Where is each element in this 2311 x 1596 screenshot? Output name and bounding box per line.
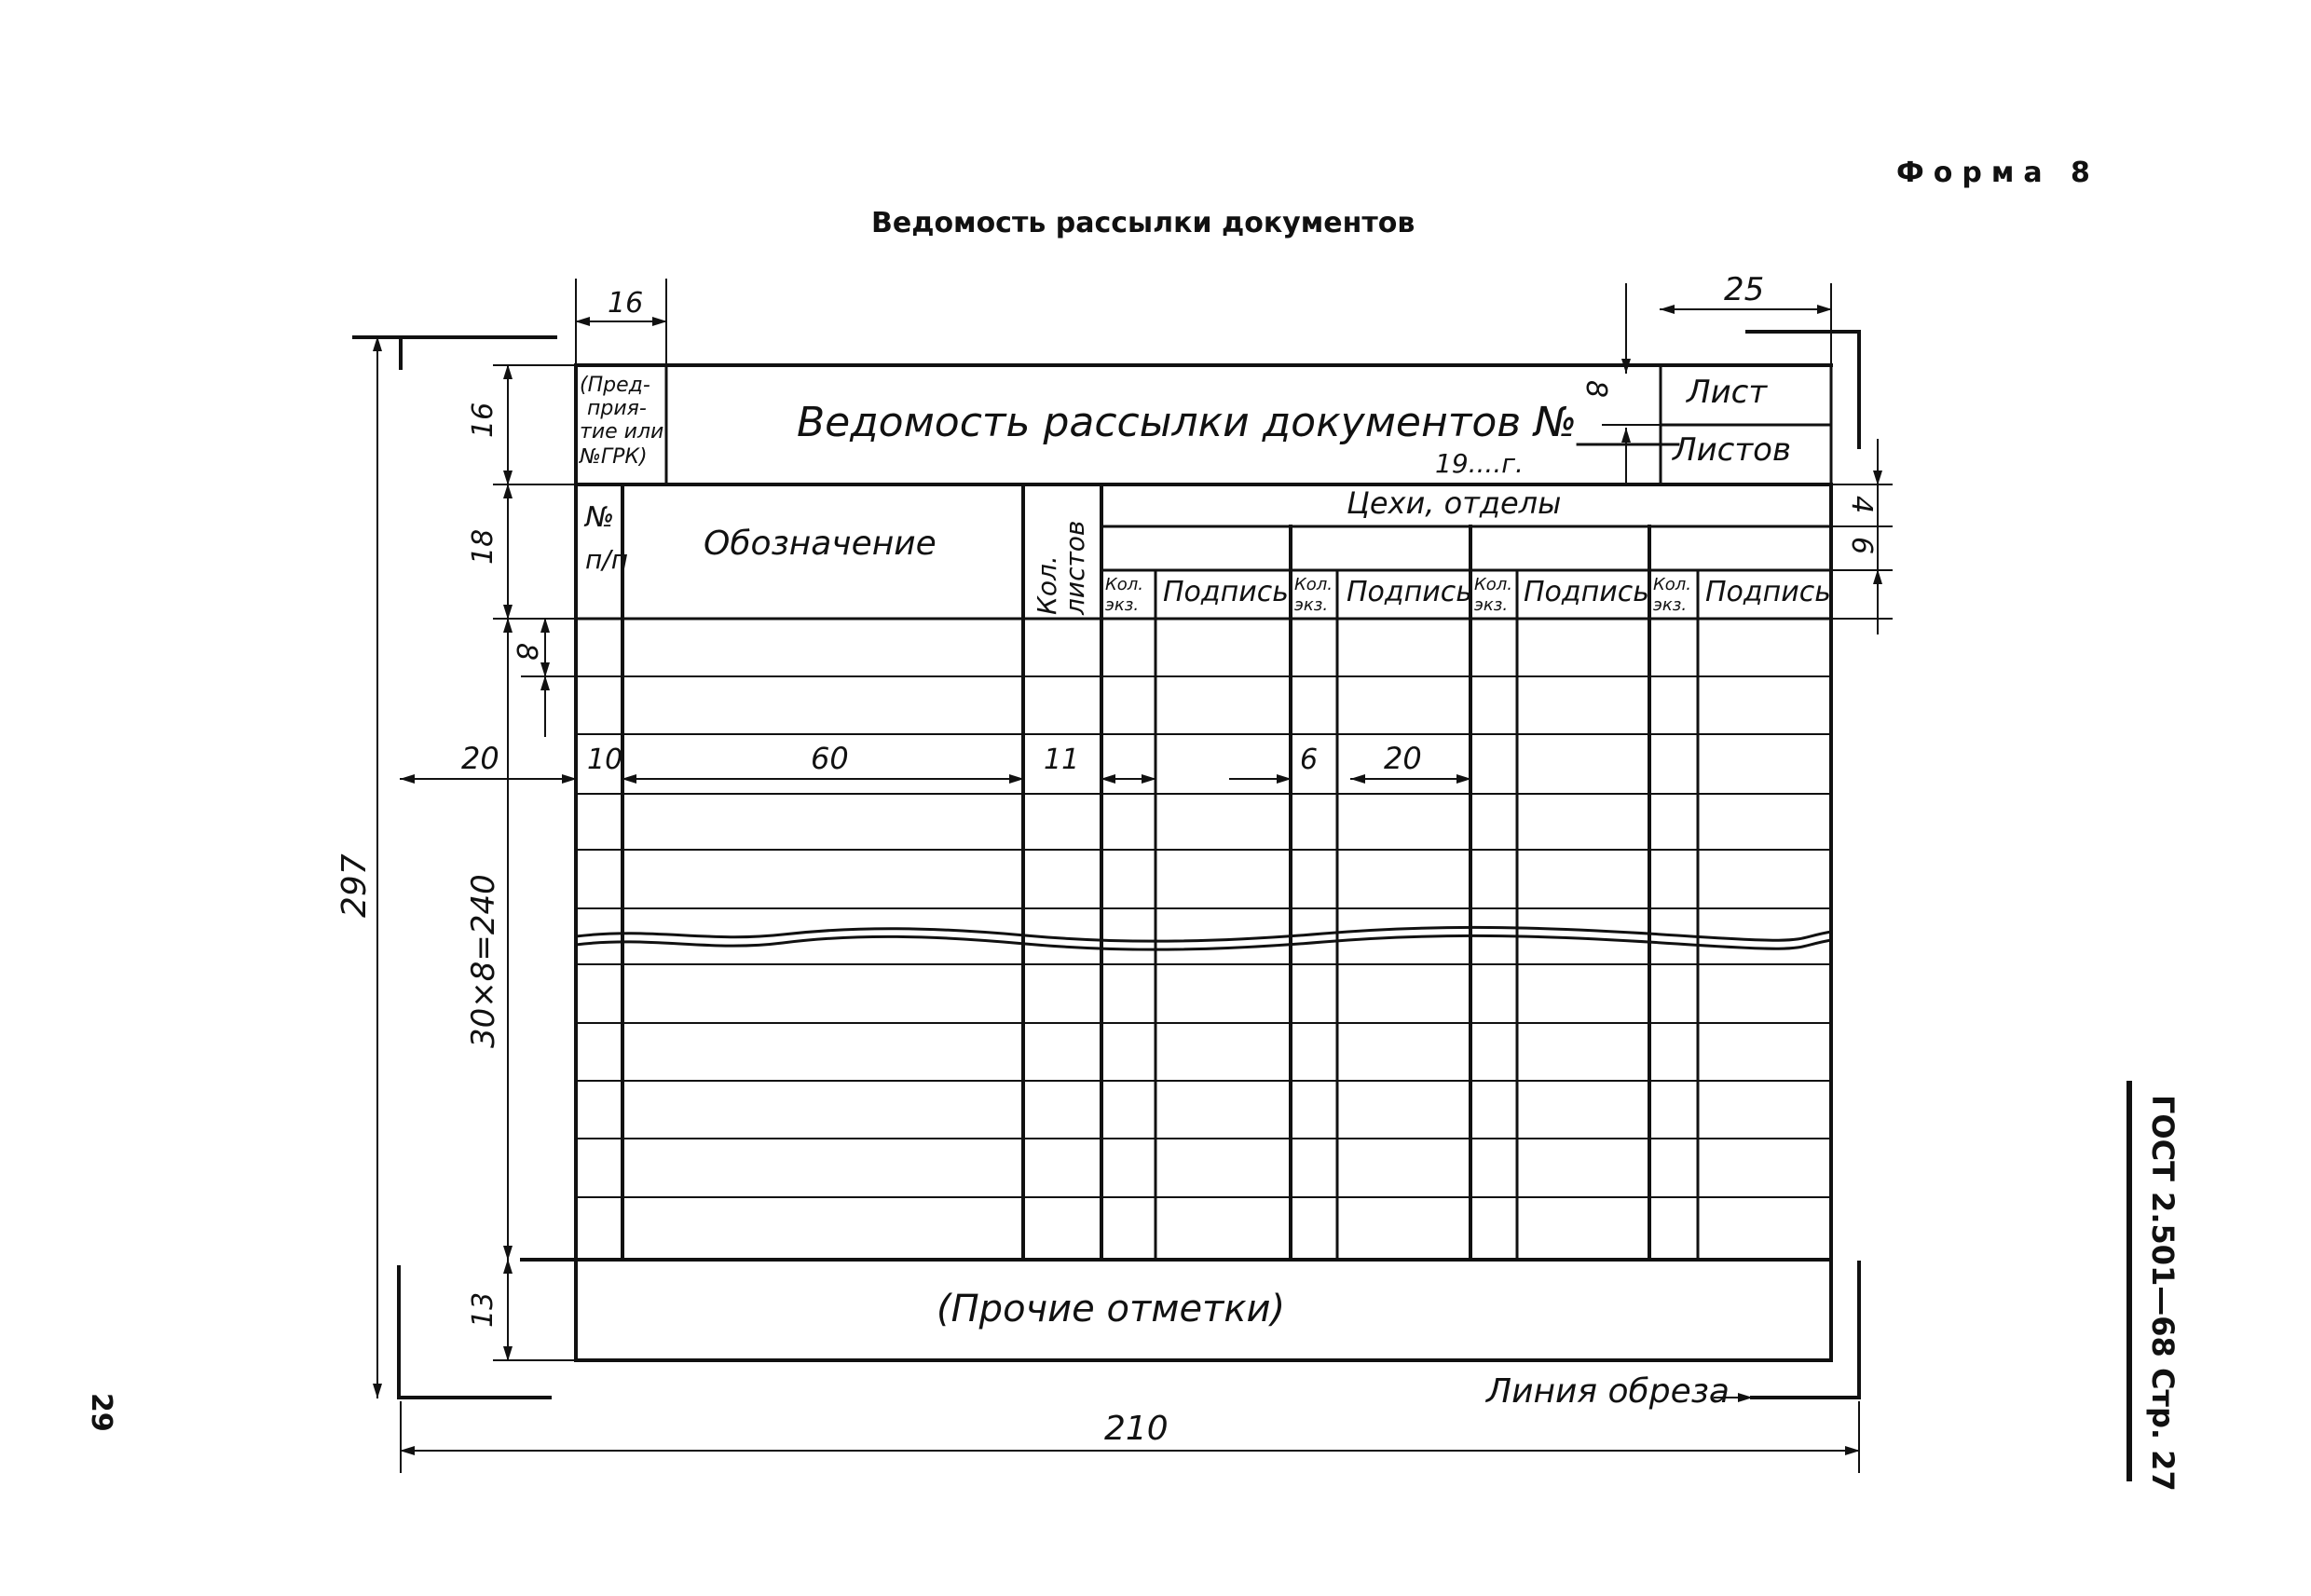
dim-left-margin: 20 xyxy=(461,741,499,776)
dept3-qty-line2: экз. xyxy=(1474,595,1508,615)
trim-corner-tr xyxy=(1745,330,1861,449)
org-cell-line1: (Пред- xyxy=(580,374,650,397)
sheets-label: Листов xyxy=(1671,431,1791,469)
form-main-title: Ведомость рассылки документов №_____ xyxy=(797,399,1680,446)
form-label: Форма 8 xyxy=(1896,157,2099,189)
form-year: 19....г. xyxy=(1435,448,1524,479)
col-number-label: п/п xyxy=(585,544,628,575)
dept4-signature: Подпись xyxy=(1705,576,1831,608)
page-title: Ведомость рассылки документов xyxy=(871,207,1415,239)
dim-col-designation: 60 xyxy=(811,741,849,776)
org-cell-line4: №ГРК) xyxy=(579,445,648,469)
col-number-symbol: № xyxy=(583,501,614,534)
dim-rows-height: 30×8=240 xyxy=(465,874,502,1048)
dept3-qty-line1: Кол. xyxy=(1474,575,1512,594)
dim-col-sheets: 11 xyxy=(1044,743,1079,776)
cut-line-label: Линия обреза xyxy=(1484,1372,1730,1411)
dept3-signature: Подпись xyxy=(1524,576,1649,608)
dim-right-top: 4 xyxy=(1845,496,1878,513)
dept2-qty-line2: экз. xyxy=(1294,595,1328,615)
dim-total-width: 210 xyxy=(1104,1410,1169,1448)
workshops-header: Цехи, отделы xyxy=(1347,485,1561,521)
dim-top-left: 16 xyxy=(608,287,643,320)
dim-col-qty: 6 xyxy=(1300,743,1318,776)
org-cell-line3: тие или xyxy=(580,420,663,443)
org-cell-line2: прия- xyxy=(587,397,647,420)
dept2-signature: Подпись xyxy=(1347,576,1472,608)
dim-right-bottom: 6 xyxy=(1845,537,1878,554)
dim-top-right: 25 xyxy=(1724,271,1764,308)
gost-rule xyxy=(2126,1081,2132,1481)
dept4-qty-line1: Кол. xyxy=(1653,575,1691,594)
dim-col-signature: 20 xyxy=(1384,741,1422,776)
dim-header-height: 16 xyxy=(467,402,499,438)
dept2-qty-line1: Кол. xyxy=(1294,575,1333,594)
other-marks: (Прочие отметки) xyxy=(937,1288,1285,1330)
dim-header-split: 8 xyxy=(1579,380,1612,398)
dim-total-height: 297 xyxy=(335,853,374,918)
dept1-qty-line2: экз. xyxy=(1105,595,1139,615)
sheet-label: Лист xyxy=(1685,374,1768,411)
dept1-qty-line1: Кол. xyxy=(1105,575,1143,594)
col-sheets-line1: Кол. xyxy=(1032,555,1062,615)
dept4-qty-line2: экз. xyxy=(1653,595,1687,615)
col-designation-header: Обозначение xyxy=(704,525,937,563)
dim-col-number: 10 xyxy=(587,743,622,776)
dim-row-height: 8 xyxy=(510,643,542,661)
col-sheets-line2: листов xyxy=(1060,521,1090,616)
dept1-signature: Подпись xyxy=(1163,576,1289,608)
dim-footer-height: 13 xyxy=(467,1292,499,1328)
dim-table-header: 18 xyxy=(467,529,499,565)
trim-corner-br xyxy=(1750,1261,1861,1399)
